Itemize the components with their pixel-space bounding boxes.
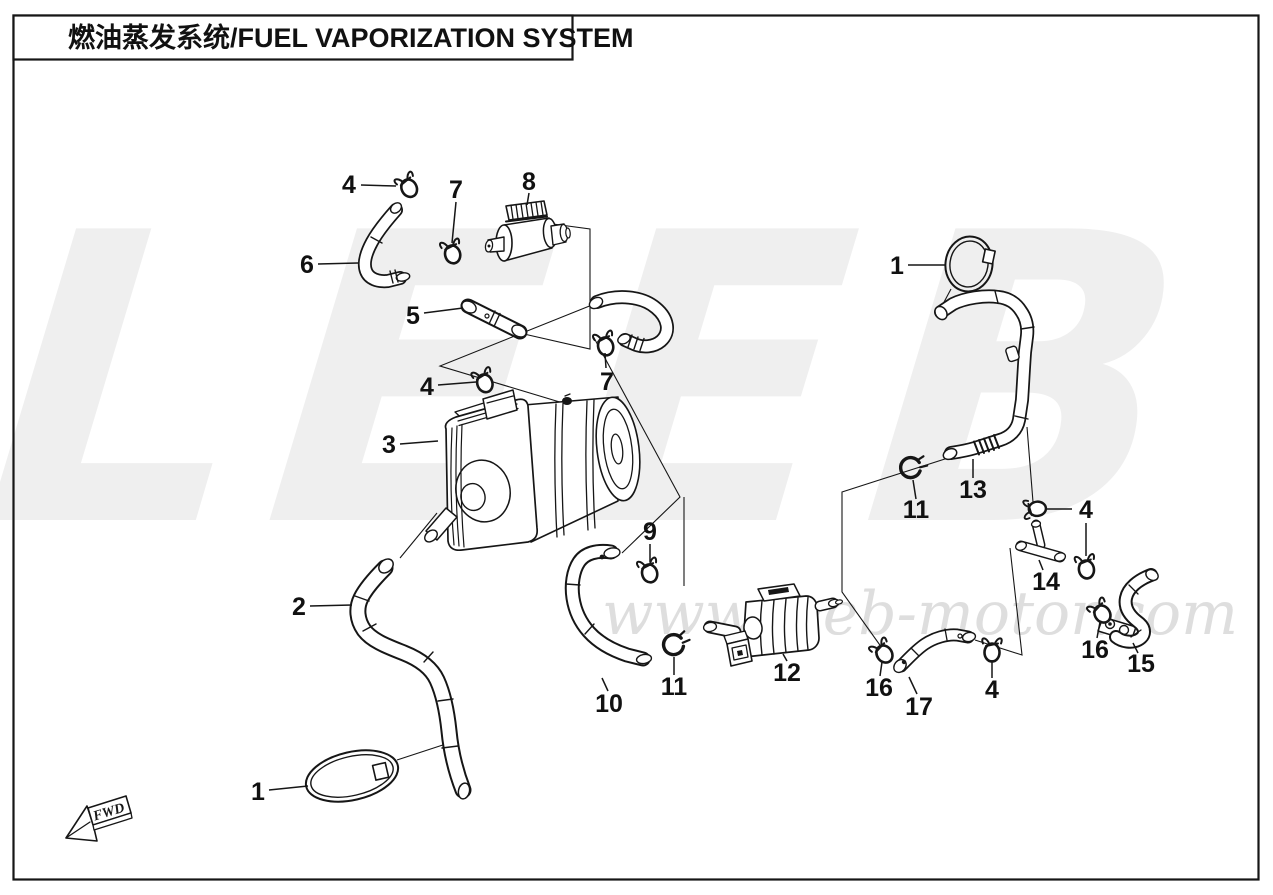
callout-4-bottom: 4: [985, 676, 999, 704]
part-1-band-clamp-top: [944, 235, 996, 293]
part-6-hose: [357, 202, 411, 289]
diagram-border: [12, 14, 1260, 881]
callout-10: 10: [595, 690, 623, 718]
part-13-vent-pipe: [934, 289, 1035, 461]
fwd-direction-arrow: FWD: [65, 795, 133, 842]
page-title: 燃油蒸发系统/FUEL VAPORIZATION SYSTEM: [68, 22, 634, 53]
callout-17: 17: [905, 693, 933, 721]
part-17-hose: [893, 628, 977, 674]
callout-labels: 4 7 8 6 1 5 4 7 3 11 13 4 14 9 2 16 15 1…: [251, 168, 1155, 806]
callout-5: 5: [406, 302, 420, 330]
callout-1-bottom: 1: [251, 778, 265, 806]
callout-7-mid: 7: [600, 368, 614, 396]
part-2-hose: [349, 558, 472, 800]
part-12-purge-valve: [702, 583, 844, 667]
callout-11-bottom: 11: [661, 673, 688, 701]
callout-9: 9: [643, 518, 657, 546]
leader-lines: [268, 184, 1139, 791]
callout-13: 13: [959, 476, 987, 504]
callout-16-right: 16: [1081, 636, 1109, 664]
callout-6: 6: [300, 251, 314, 279]
callout-14: 14: [1032, 568, 1060, 596]
part-3-carbon-canister: [424, 389, 641, 552]
callout-7-top: 7: [449, 176, 463, 204]
callout-11-right: 11: [903, 496, 930, 524]
canister-elbow-hose: [588, 290, 674, 354]
callout-3: 3: [382, 431, 396, 459]
callout-2: 2: [292, 593, 306, 621]
part-8-canister-valve: [484, 200, 571, 262]
callout-1-top: 1: [890, 252, 904, 280]
callout-4-right: 4: [1079, 496, 1093, 524]
callout-16-bottom: 16: [865, 674, 893, 702]
callout-12: 12: [773, 659, 801, 687]
callout-4-top: 4: [342, 171, 356, 199]
part-14-tee-fitting: [1015, 519, 1067, 563]
title-box: [12, 14, 574, 61]
callout-4-mid: 4: [420, 373, 434, 401]
part-5-hose-joint: [460, 298, 528, 340]
part-13-sleeve-ribs: [973, 434, 1000, 456]
callout-15: 15: [1127, 650, 1155, 678]
callout-8: 8: [522, 168, 536, 196]
part-10-hose: [564, 543, 653, 667]
